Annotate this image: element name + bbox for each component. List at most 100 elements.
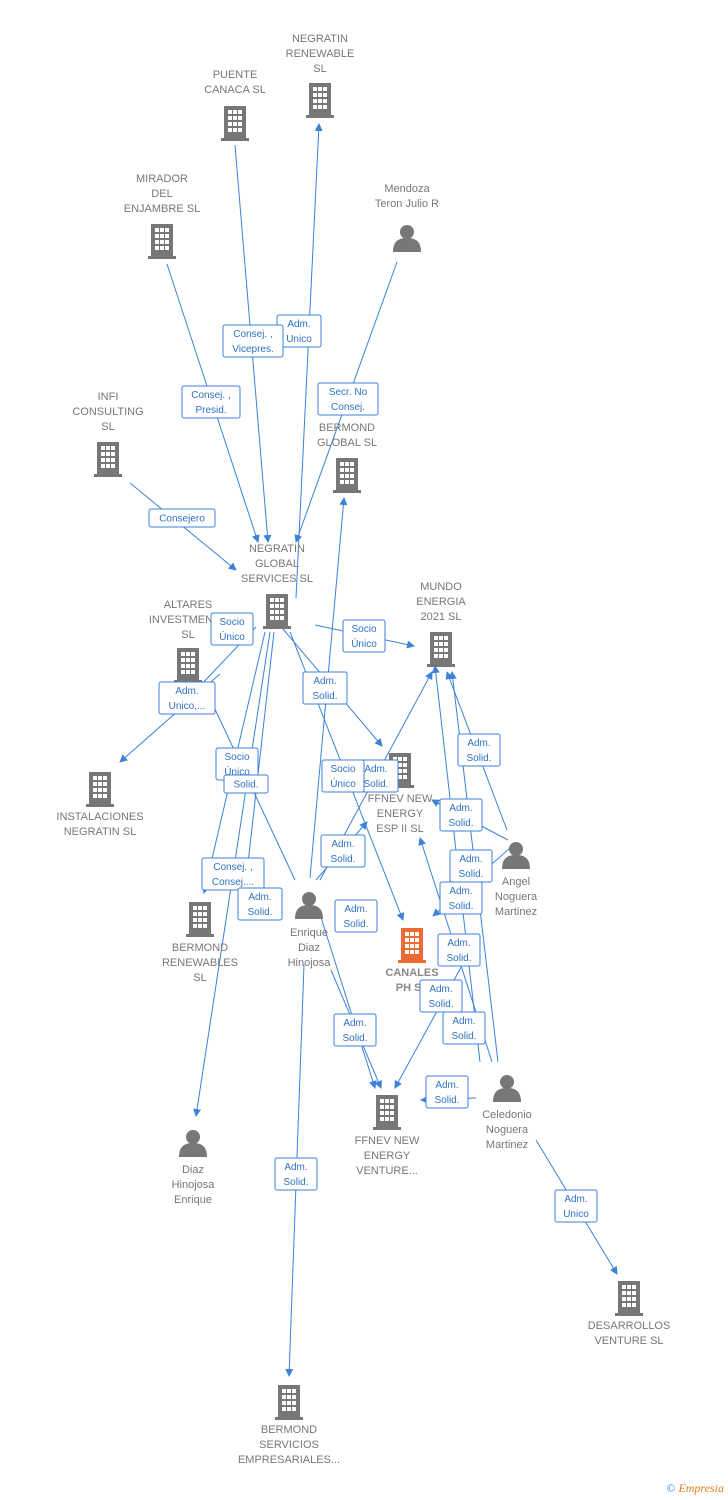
edge-label-text: Unico (286, 334, 312, 345)
building-icon (333, 458, 361, 493)
edge-label-box (334, 899, 378, 933)
edge-label-25[interactable]: Adm.Solid. (425, 1075, 469, 1109)
edge-label-text: Solid. (342, 1033, 367, 1044)
edge-label-text: Solid. (330, 854, 355, 865)
node-label-line: GLOBAL (255, 558, 299, 570)
edge-label-box (442, 1011, 486, 1045)
edge-label-18[interactable]: Adm.Solid. (320, 834, 366, 868)
edge-label-box (554, 1189, 598, 1223)
edge-label-text: Socio (351, 624, 376, 635)
building-icon (174, 648, 202, 683)
edge-label-text: Solid. (466, 753, 491, 764)
edge-label-8[interactable]: Adm. Solid. (302, 671, 348, 705)
node-label-line: BERMOND (261, 1424, 317, 1436)
edge-label-text: Solid. (312, 691, 337, 702)
edge-label-24[interactable]: Adm.Solid. (333, 1013, 377, 1047)
node-label-line: 2021 SL (421, 611, 462, 623)
node-label-line: NEGRATIN (249, 543, 305, 555)
edge-label-text: Secr. No (329, 387, 368, 398)
edge-label-text: Solid. (446, 953, 471, 964)
node-label-line: Mendoza (384, 183, 430, 195)
edge-label-4[interactable]: Consejero (148, 508, 216, 528)
edge-label-text: Solid. (428, 999, 453, 1010)
node-label-line: SL (193, 972, 206, 984)
edge-label-13[interactable]: Adm.Solid. (457, 733, 501, 767)
edge-label-text: Vicepres. (232, 344, 274, 355)
edge-label-box (320, 834, 366, 868)
edge-0 (295, 123, 323, 599)
edge-label-box (439, 798, 483, 832)
edge-label-19[interactable]: Adm.Solid. (439, 881, 483, 915)
edge-label-20[interactable]: Adm.Solid. (334, 899, 378, 933)
node-label-line: CANALES (385, 967, 438, 979)
edge-label-text: Adm. (287, 319, 310, 330)
edge-label-box (210, 612, 254, 646)
building-icon (94, 442, 122, 477)
node-ffnev-venture[interactable]: FFNEV NEWENERGYVENTURE... (355, 1095, 420, 1177)
node-bermond-servicios[interactable]: BERMONDSERVICIOSEMPRESARIALES... (238, 1385, 340, 1466)
edge-label-text: Adm. (284, 1162, 307, 1173)
building-icon (398, 928, 426, 963)
edge-label-text: Consej. , (191, 390, 230, 401)
edge-label-14[interactable]: Adm.Solid. (439, 798, 483, 832)
edge-label-2[interactable]: Consej. ,Presid. (181, 385, 241, 419)
edge-label-16[interactable]: Consej. ,Consej.... (201, 857, 265, 891)
node-label-line: ESP II SL (376, 823, 424, 835)
node-label-line: Enrique (174, 1194, 212, 1206)
edge-label-text: Solid. (448, 818, 473, 829)
edge-label-text: Adm. (313, 676, 336, 687)
edge-label-0[interactable]: Adm. Unico (276, 314, 322, 348)
edge-label-box (321, 759, 365, 793)
node-label-line: MUNDO (420, 581, 462, 593)
node-label-line: INFI (98, 391, 119, 403)
edge-label-22[interactable]: Adm.Solid. (419, 979, 463, 1013)
edge-label-text: Consej. (331, 402, 365, 413)
edge-label-box (302, 671, 348, 705)
node-label-line: Martinez (495, 906, 537, 918)
edge-label-17[interactable]: Adm.Solid. (237, 887, 283, 921)
edge-label-21[interactable]: Adm. Solid. (437, 933, 481, 967)
edge-label-11[interactable]: Adm.Solid. (353, 759, 399, 793)
node-label-line: ENERGIA (416, 596, 466, 608)
node-label-line: FFNEV NEW (368, 793, 433, 805)
edge-label-text: Adm. (435, 1080, 458, 1091)
building-icon (148, 224, 176, 259)
edge-label-3[interactable]: Secr. No Consej. (317, 382, 379, 416)
node-label-line: SL (101, 421, 114, 433)
edge-label-23[interactable]: Adm.Solid. (442, 1011, 486, 1045)
edge-label-10[interactable]: Solid. (223, 774, 269, 794)
node-label-line: DEL (151, 188, 172, 200)
edge-label-27[interactable]: Adm.Unico (554, 1189, 598, 1223)
node-label-line: Diaz (182, 1164, 204, 1176)
edge-label-1[interactable]: Consej. ,Vicepres. (222, 324, 284, 358)
edge-label-15[interactable]: Adm.Solid. (449, 849, 493, 883)
edge-label-7[interactable]: Adm.Unico,... (158, 681, 216, 715)
node-mundo[interactable]: MUNDO ENERGIA 2021 SL (416, 581, 466, 667)
edge-label-text: Adm. (447, 938, 470, 949)
node-label-line: Martinez (486, 1139, 528, 1151)
brand-logo[interactable]: Empresia (678, 1481, 724, 1495)
edge-label-box (439, 881, 483, 915)
edge-label-box (237, 887, 283, 921)
edge-label-26[interactable]: Adm.Solid. (274, 1157, 318, 1191)
